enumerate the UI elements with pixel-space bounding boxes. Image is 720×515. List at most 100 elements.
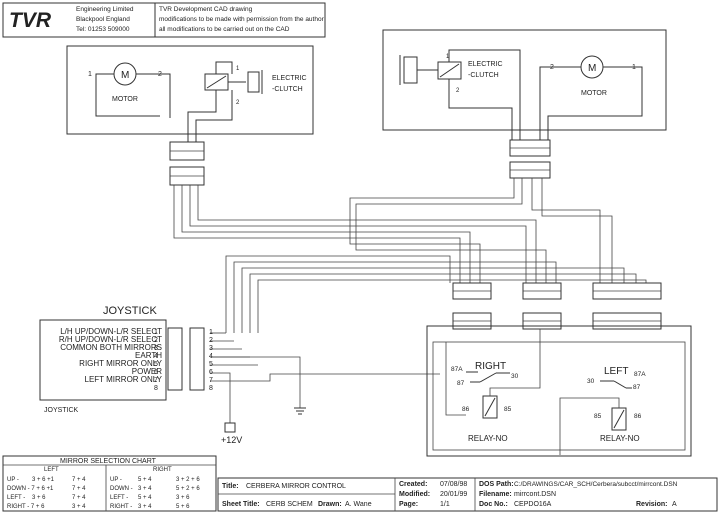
svg-text:30: 30: [511, 373, 519, 380]
left-clutch-icon: [247, 71, 260, 93]
svg-text:3 + 6: 3 + 6: [176, 495, 190, 501]
svg-text:5 + 4: 5 + 4: [138, 477, 152, 483]
svg-text:2: 2: [154, 337, 158, 344]
svg-text:LEFT -: LEFT -: [110, 495, 128, 501]
doc-number: CEPDO16A: [514, 501, 552, 508]
left-clutch-label-2: -CLUTCH: [272, 86, 303, 93]
joystick-line-2: R/H UP/DOWN-L/R SELECT: [59, 335, 162, 344]
mirror-selection-chart: MIRROR SELECTION CHART LEFT RIGHT UP - 3…: [2, 455, 217, 512]
joystick-line-3: COMMON BOTH MIRRORS: [60, 343, 162, 352]
created-date: 07/08/98: [440, 481, 467, 488]
svg-text:87: 87: [457, 380, 465, 387]
right-clutch-icon: [403, 56, 418, 84]
svg-text:7: 7: [154, 377, 158, 384]
company-line-1: Engineering Limited: [76, 6, 134, 13]
svg-text:6: 6: [154, 369, 158, 376]
svg-text:86: 86: [462, 406, 470, 413]
svg-text:5 + 6: 5 + 6: [176, 504, 190, 510]
svg-text:7 + 4: 7 + 4: [72, 477, 86, 483]
svg-text:5: 5: [154, 361, 158, 368]
svg-text:3 + 4: 3 + 4: [138, 504, 152, 510]
svg-text:3 + 2 + 6: 3 + 2 + 6: [176, 477, 200, 483]
svg-text:85: 85: [504, 406, 512, 413]
right-clutch-label-1: ELECTRIC: [468, 61, 503, 68]
svg-text:87A: 87A: [451, 366, 463, 373]
notice-line-1: TVR Development CAD drawing: [159, 6, 253, 13]
company-line-3: Tel: 01253 509000: [76, 26, 130, 33]
right-clutch-label-2: -CLUTCH: [468, 72, 499, 79]
connector-right-upper: [509, 139, 551, 179]
relay-box: RIGHT 87A 87 30 86 85 RELAY-NO LEFT 87A …: [426, 325, 692, 457]
svg-text:1: 1: [88, 71, 92, 78]
svg-text:M: M: [588, 63, 596, 74]
power-label: +12V: [221, 435, 242, 445]
svg-text:7: 7: [209, 377, 213, 384]
header: TVR Engineering Limited Blackpool Englan…: [2, 2, 326, 38]
svg-text:30: 30: [587, 378, 595, 385]
svg-text:LEFT -: LEFT -: [7, 495, 25, 501]
svg-text:6: 6: [209, 369, 213, 376]
svg-text:8: 8: [154, 385, 158, 392]
title-block: Title: CERBERA MIRROR CONTROL Sheet Titl…: [217, 477, 718, 512]
right-mirror-unit: ELECTRIC -CLUTCH 1 2 M 2 1 MOTOR: [382, 29, 667, 140]
svg-text:8: 8: [209, 385, 213, 392]
right-relay-label: RIGHT: [475, 361, 506, 372]
svg-text:Revision:: Revision:: [636, 501, 668, 508]
svg-text:86: 86: [634, 413, 642, 420]
notice-line-3: all modifications to be carried out on t…: [159, 26, 290, 33]
chart-left-head: LEFT: [44, 467, 59, 473]
drawing-title: CERBERA MIRROR CONTROL: [246, 483, 346, 490]
svg-text:7 + 4: 7 + 4: [72, 495, 86, 501]
svg-text:1: 1: [154, 329, 158, 336]
relay-connectors: [452, 282, 662, 330]
left-clutch-label-1: ELECTRIC: [272, 75, 307, 82]
wiring-harness: [173, 178, 647, 423]
svg-text:RIGHT -: RIGHT -: [110, 504, 132, 510]
dos-path: C:/DRAWINGS/CAR_SCH/Cerbera/subcct/mirrc…: [514, 481, 678, 488]
filename: mirrcont.DSN: [514, 491, 556, 498]
chart-title: MIRROR SELECTION CHART: [60, 458, 157, 465]
svg-text:DOWN - 7 + 6 +1: DOWN - 7 + 6 +1: [7, 486, 54, 492]
svg-text:DOS Path:: DOS Path:: [479, 481, 514, 488]
svg-text:Page:: Page:: [399, 501, 418, 508]
left-motor-label: MOTOR: [112, 96, 138, 103]
left-mirror-unit: M 1 2 MOTOR 1 2 ELECTRIC -CLUTCH: [66, 45, 314, 142]
joystick-line-6: POWER: [132, 367, 162, 376]
chart-right-head: RIGHT: [153, 467, 172, 473]
power-terminal: +12V: [221, 422, 242, 445]
svg-text:2: 2: [236, 100, 240, 106]
svg-text:Title:: Title:: [222, 483, 239, 490]
svg-text:4: 4: [154, 353, 158, 360]
connector-left-upper: [169, 141, 205, 186]
joystick-title: JOYSTICK: [103, 305, 157, 317]
drawn-by: A. Wane: [345, 501, 372, 508]
svg-text:Modified:: Modified:: [399, 491, 430, 498]
svg-text:M: M: [121, 70, 129, 81]
earth-symbol: [294, 407, 306, 415]
joystick-line-7: LEFT MIRROR ONLY: [85, 375, 163, 384]
right-motor-label: MOTOR: [581, 90, 607, 97]
svg-text:RIGHT - 7 + 6: RIGHT - 7 + 6: [7, 504, 45, 510]
svg-text:3 + 4: 3 + 4: [138, 486, 152, 492]
svg-text:2: 2: [209, 337, 213, 344]
svg-text:1: 1: [446, 54, 450, 60]
svg-text:Drawn:: Drawn:: [318, 501, 342, 508]
joystick-panel: JOYSTICK L/H UP/DOWN-L/R SELECT R/H UP/D…: [39, 305, 213, 414]
svg-text:3 + 6 +1: 3 + 6 +1: [32, 477, 55, 483]
svg-text:1: 1: [209, 329, 213, 336]
svg-text:3 + 6: 3 + 6: [32, 495, 46, 501]
svg-text:Sheet Title:: Sheet Title:: [222, 501, 260, 508]
svg-text:5 + 4: 5 + 4: [138, 495, 152, 501]
svg-text:3 + 4: 3 + 4: [72, 504, 86, 510]
tvr-logo: TVR: [9, 9, 52, 32]
svg-text:2: 2: [456, 88, 460, 94]
page-number: 1/1: [440, 501, 450, 508]
left-relay-type: RELAY-NO: [600, 434, 640, 443]
svg-text:UP -: UP -: [7, 477, 19, 483]
joystick-line-1: L/H UP/DOWN-L/R SELECT: [60, 327, 162, 336]
svg-text:UP -: UP -: [110, 477, 122, 483]
joystick-footer: JOYSTICK: [44, 407, 79, 414]
svg-text:Created:: Created:: [399, 481, 427, 488]
svg-text:7 + 4: 7 + 4: [72, 486, 86, 492]
